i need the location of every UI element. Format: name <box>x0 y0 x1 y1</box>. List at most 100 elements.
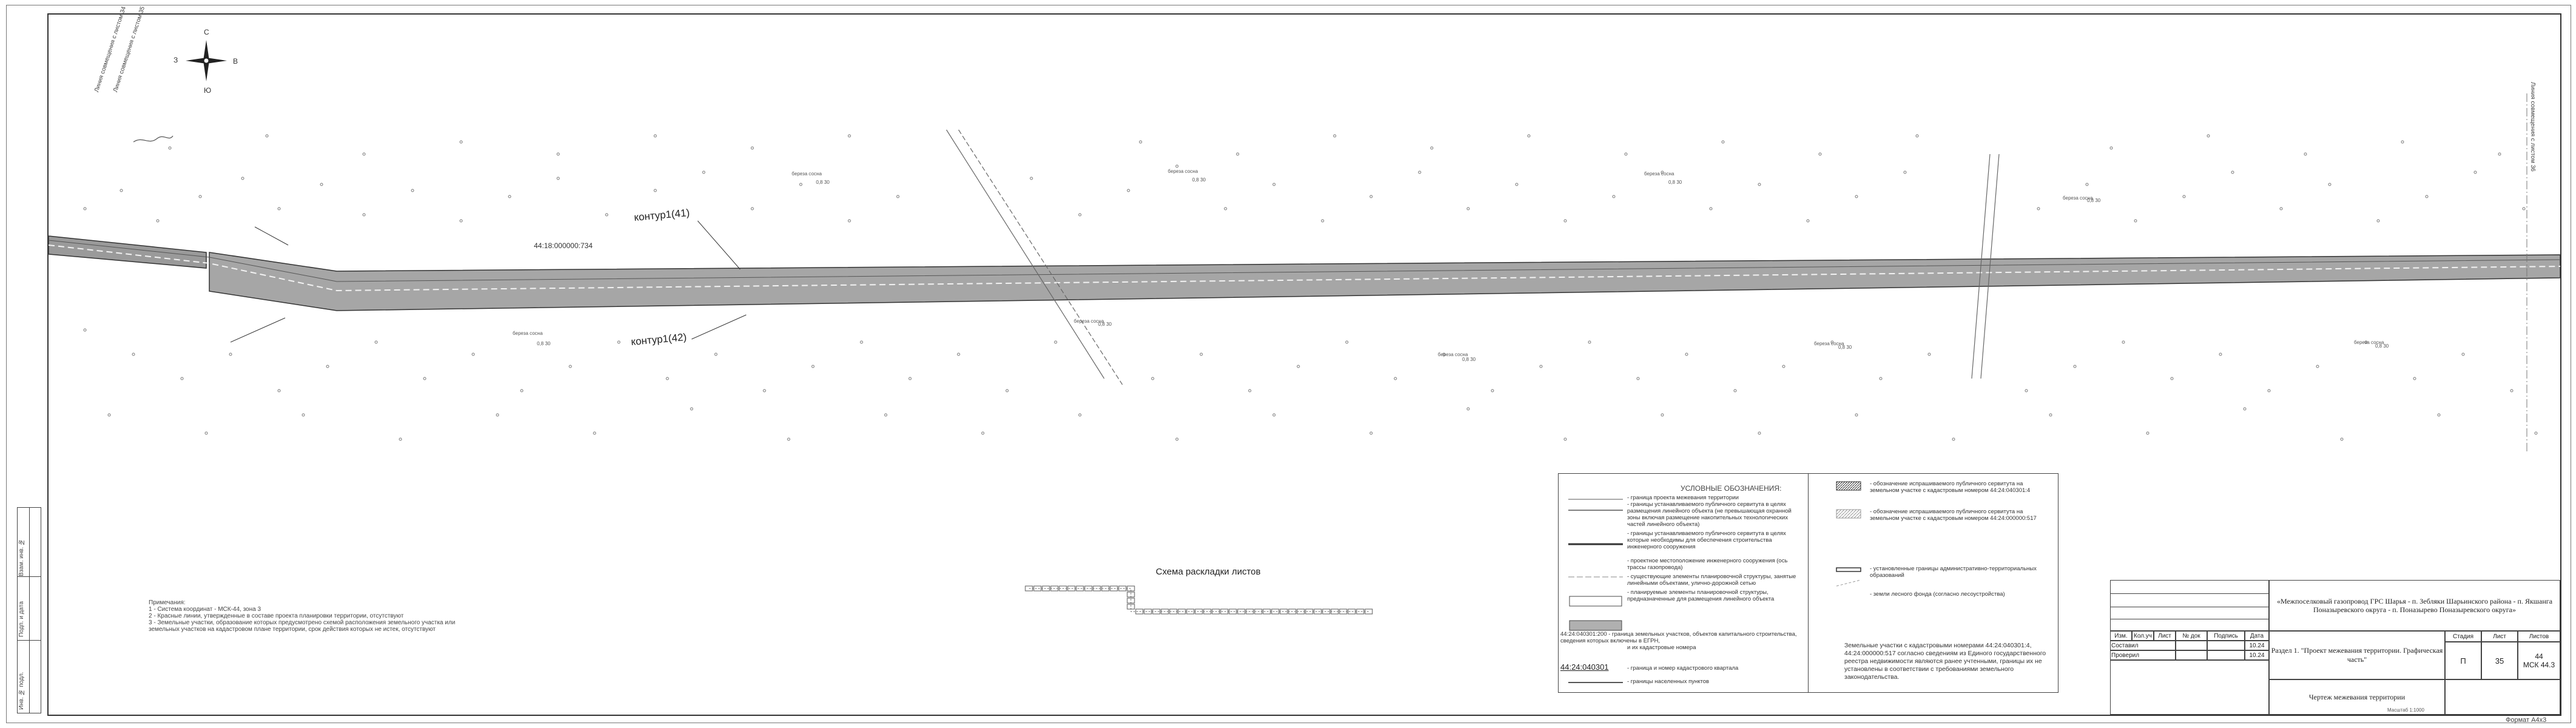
cadastral-number-label: 44:18:000000:734 <box>534 241 593 250</box>
stream <box>133 135 174 143</box>
forest-label-4: береза сосна <box>2063 195 2093 201</box>
forest-value-5: 0,8 30 <box>537 341 551 346</box>
forest-value-2: 0,8 30 <box>1192 177 1206 183</box>
forest-label-1: береза сосна <box>792 171 822 177</box>
sheets-value: 44 <box>2535 652 2543 661</box>
legend-item: - границы устанавливаемого публичного се… <box>1627 501 1792 528</box>
title-block-change-area <box>2110 580 2269 631</box>
legend-item: - граница и номер кадастрового квартала <box>1627 665 1739 672</box>
leader-right <box>697 220 741 270</box>
legend-right-item-4: - земли лесного фонда (согласно лесоустр… <box>1870 591 2005 598</box>
legend-right-item-1: - обозначение испрашиваемого публичного … <box>1870 480 2031 494</box>
compass-east: В <box>233 57 238 66</box>
match-line-label-right: Линия совмещения с листом 36 <box>2529 82 2536 172</box>
forest-value-1: 0,8 30 <box>816 180 830 185</box>
side-stamp-hline-1 <box>17 576 41 577</box>
leader-right-2 <box>691 314 747 340</box>
role-compiled-date: 10.24 <box>2245 641 2269 650</box>
notes-line: 3 - Земельные участки, образование котор… <box>149 619 456 626</box>
sheet-layout-scheme <box>1025 585 1373 615</box>
legend-item: - планируемые элементы планировочной стр… <box>1627 589 1775 602</box>
scale-label: Масштаб 1:1000 <box>2387 707 2424 713</box>
legend-item: - проектное местоположение инженерного с… <box>1627 558 1788 571</box>
leader-top <box>254 226 289 246</box>
forest-value-3: 0,8 30 <box>1668 180 1682 185</box>
title-block-logo-area <box>2445 679 2560 715</box>
stage-value: П <box>2445 642 2481 679</box>
header-izm: Изм. <box>2110 631 2132 641</box>
legend-item: - границы устанавливаемого публичного се… <box>1627 530 1786 550</box>
role-checked-doc <box>2176 650 2207 660</box>
forest-value-7: 0,8 30 <box>1462 357 1476 362</box>
title-block-blank <box>2110 660 2269 715</box>
forest-value-8: 0,8 30 <box>1838 345 1852 350</box>
side-stamp-label-1: Инв. № подл. <box>18 672 25 710</box>
role-compiled-sign <box>2207 641 2245 650</box>
pipeline-axis <box>49 244 2560 292</box>
forest-label-7: береза сосна <box>1438 352 1468 357</box>
forest-value-4: 0,8 30 <box>2087 198 2101 203</box>
legend-footnote: Земельные участки с кадастровыми номерам… <box>1844 642 2046 681</box>
forest-label-3: береза сосна <box>1644 171 1674 177</box>
role-compiled-doc <box>2176 641 2207 650</box>
sheet-outer-border <box>6 5 2571 723</box>
legend-item: и их кадастровые номера <box>1627 644 1696 651</box>
role-checked-sign <box>2207 650 2245 660</box>
sheet-layout-title: Схема раскладки листов <box>1156 567 1261 577</box>
road-line-3 <box>1971 153 1991 379</box>
legend-divider <box>1808 473 1809 693</box>
role-checked-date: 10.24 <box>2245 650 2269 660</box>
forest-dots <box>83 134 2538 441</box>
compass-north: С <box>204 28 209 36</box>
legend-item: 44:24:040301:200 - граница земельных уча… <box>1560 631 1797 644</box>
notes-line: 1 - Система координат - МСК-44, зона 3 <box>149 606 261 613</box>
drawing-frame <box>47 13 2561 716</box>
sheet-label: Лист <box>2481 631 2518 642</box>
notes-heading: Примечания: <box>149 599 186 606</box>
notes-block: Примечания: 1 - Система координат - МСК-… <box>149 599 488 633</box>
format-label: Формат А4х3 <box>2506 716 2547 724</box>
legend-right-item-2: - обозначение испрашиваемого публичного … <box>1870 508 2037 522</box>
road-line-2 <box>958 129 1123 385</box>
forest-value-9: 0,8 30 <box>2375 343 2389 349</box>
grid-line <box>2110 593 2269 594</box>
legend-right-item-3: - установленные границы административно-… <box>1870 565 2037 579</box>
map-drawing <box>49 93 2560 451</box>
side-stamp-divider <box>29 507 30 713</box>
forest-label-2: береза сосна <box>1168 169 1198 174</box>
header-date: Дата <box>2245 631 2269 641</box>
compass-icon <box>186 40 227 81</box>
header-doc: № док <box>2176 631 2207 641</box>
road-line-4 <box>1980 153 2000 379</box>
title-block-section: Раздел 1. "Проект межевания территории. … <box>2269 631 2445 679</box>
forest-label-6: береза сосна <box>1074 318 1104 324</box>
legend-item: - границы населенных пунктов <box>1627 678 1710 685</box>
servitude-corridor <box>49 235 207 269</box>
legend-quarter-sample: 44:24:040301 <box>1560 662 1609 672</box>
side-stamp-label-2: Подп. и дата <box>18 601 25 637</box>
legend-items-left: - граница проекта межевания территории -… <box>1627 494 1803 602</box>
servitude-corridor-main <box>209 252 2560 311</box>
legend-symbols-left <box>1568 499 1623 683</box>
drawing-title: Чертеж межевания территории <box>2269 679 2445 715</box>
stage-label: Стадия <box>2445 631 2481 642</box>
forest-label-9: береза сосна <box>2354 340 2384 345</box>
legend-item: - граница проекта межевания территории <box>1627 494 1739 501</box>
legend-items-left-lower: 44:24:040301:200 - граница земельных уча… <box>1558 631 1804 651</box>
role-checked: Проверил <box>2110 650 2176 660</box>
sheets-label: Листов <box>2518 631 2560 642</box>
leader-bottom <box>230 317 286 343</box>
title-block-project: «Межпоселковый газопровод ГРС Шарья - п.… <box>2269 580 2560 631</box>
compass-rose: С Ю З В <box>174 28 238 95</box>
header-list: Лист <box>2154 631 2176 641</box>
sheets-cell: 44 МСК 44.3 <box>2518 642 2560 679</box>
sheet-value: 35 <box>2481 642 2518 679</box>
role-compiled: Составил <box>2110 641 2176 650</box>
legend-symbols-right <box>1836 481 1861 587</box>
header-sign: Подпись <box>2207 631 2245 641</box>
notes-line: 2 - Красные линии, утвержденные в состав… <box>149 613 404 619</box>
forest-value-6: 0,8 30 <box>1098 322 1112 327</box>
compass-west: З <box>174 56 178 64</box>
forest-label-5: береза сосна <box>513 331 543 336</box>
side-stamp-label-3: Взам. инв. № <box>18 538 25 576</box>
